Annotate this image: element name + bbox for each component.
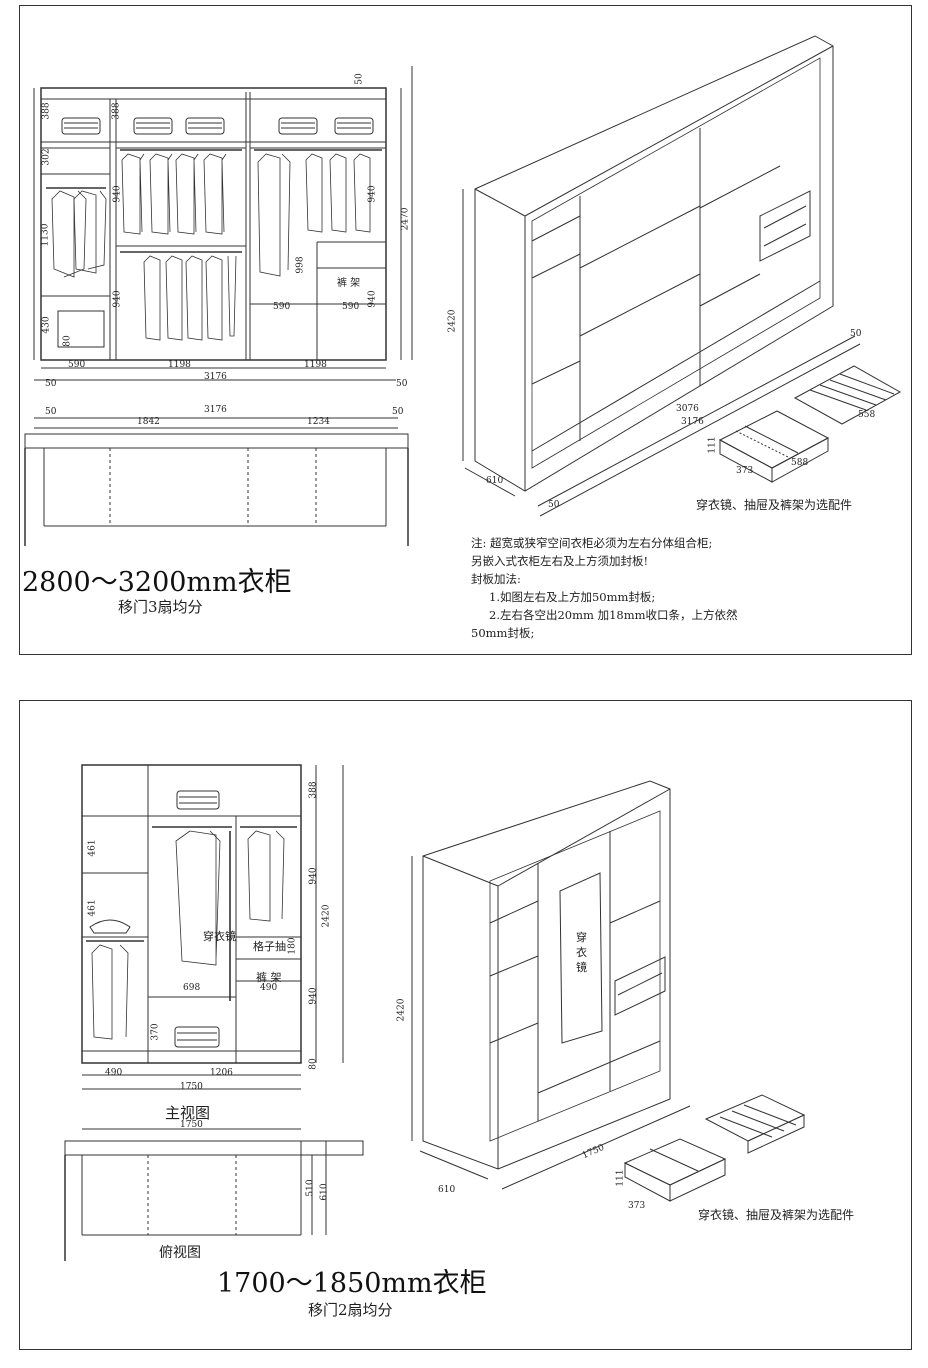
- top-plan-view: [24, 417, 409, 546]
- dim-label: 3176: [204, 405, 227, 415]
- grid-drawer-label: 格子抽: [253, 940, 286, 953]
- bottom-title: 1700～1850mm衣柜: [217, 1268, 487, 1299]
- dim-label: 940: [112, 185, 123, 203]
- dim-label: 940: [112, 290, 123, 308]
- dim-label: 490: [260, 983, 278, 993]
- top-pants-rack-label: 裤 架: [337, 278, 361, 289]
- dim-label: 610: [319, 1183, 330, 1201]
- dim-label: 940: [367, 290, 378, 308]
- dim-label: 2470: [400, 207, 411, 231]
- dim-label: 50: [45, 379, 57, 389]
- dim-label: 940: [308, 867, 319, 885]
- dim-label: 50: [392, 407, 404, 417]
- note-line: 封板加法:: [471, 572, 521, 586]
- pants-rack-icon: [793, 365, 902, 425]
- dim-label: 3176: [681, 417, 704, 427]
- top-3d-wardrobe: [462, 35, 902, 517]
- dim-label: 302: [41, 148, 52, 166]
- dim-label: 50: [548, 500, 560, 510]
- top-accessories-note: 穿衣镜、抽屉及裤架为选配件: [696, 498, 853, 512]
- bottom-plan-view: [64, 1128, 364, 1261]
- dim-label: 1198: [168, 360, 191, 370]
- dim-label: 1130: [40, 223, 51, 247]
- dim-label: 388: [308, 781, 319, 799]
- folded-clothes-icon: [61, 117, 374, 135]
- mirror-label: 穿衣镜: [203, 930, 236, 943]
- dim-label: 50: [354, 73, 365, 85]
- note-line: 1.如图左右及上方加50mm封板;: [489, 590, 656, 604]
- note-line: 2.左右各空出20mm 加18mm收口条，上方依然: [489, 608, 738, 622]
- dim-label: 940: [367, 185, 378, 203]
- dim-label: 388: [111, 102, 122, 120]
- bottom-3d-wardrobe: [411, 780, 806, 1202]
- bottom-subtitle: 移门2扇均分: [308, 1301, 393, 1319]
- dim-label: 461: [87, 899, 98, 917]
- dim-label: 80: [62, 335, 73, 347]
- top-notes: 注: 超宽或狭窄空间衣柜必须为左右分体组合柜; 另嵌入式衣柜左右及上方须加封板!…: [471, 534, 738, 642]
- dim-label: 590: [273, 302, 291, 312]
- top-subtitle: 移门3扇均分: [118, 598, 203, 616]
- dim-label: 1206: [210, 1068, 233, 1078]
- hanging-garments-icon: [51, 153, 371, 341]
- dim-label: 3176: [204, 372, 227, 382]
- folded-clothes-icon: [89, 790, 220, 1048]
- dim-label: 590: [68, 360, 86, 370]
- dim-label: 2420: [447, 309, 458, 333]
- dim-label: 1234: [307, 417, 330, 427]
- dim-label: 373: [628, 1201, 646, 1211]
- dim-label: 50: [850, 329, 862, 339]
- dim-label: 588: [791, 458, 809, 468]
- dim-label: 610: [438, 1185, 456, 1195]
- dim-label: 1198: [304, 360, 327, 370]
- dim-label: 430: [41, 316, 52, 334]
- dim-label: 2420: [396, 998, 407, 1022]
- pants-rack-label: 裤 架: [256, 971, 282, 984]
- dim-label: 111: [707, 436, 718, 454]
- mirror-label-3d: 穿: [576, 931, 587, 944]
- dim-label: 610: [486, 476, 504, 486]
- front-view-label: 主视图: [165, 1104, 211, 1122]
- note-line: 注: 超宽或狭窄空间衣柜必须为左右分体组合柜;: [471, 536, 713, 550]
- hanging-garments-icon: [91, 830, 285, 1040]
- dim-label: 698: [183, 983, 201, 993]
- dim-label: 510: [305, 1179, 316, 1197]
- dim-label: 1750: [180, 1120, 203, 1130]
- dim-label: 3076: [676, 404, 699, 414]
- dim-label: 373: [736, 466, 754, 476]
- dim-label: 50: [396, 379, 408, 389]
- dim-label: 490: [105, 1068, 123, 1078]
- dim-label: 461: [87, 839, 98, 857]
- mirror-label-3d: 衣: [576, 946, 587, 959]
- top-front-elevation: [33, 66, 413, 381]
- dim-label: 1842: [137, 417, 160, 427]
- note-line: 50mm封板;: [471, 626, 535, 640]
- mirror-label-3d: 镜: [576, 961, 587, 974]
- drawer-icon: [623, 1138, 727, 1186]
- dim-label: 558: [858, 410, 876, 420]
- top-panel: 2800～3200mm衣柜 移门3扇均分 穿衣镜、抽屉及裤架为选配件 裤 架 注…: [19, 5, 912, 655]
- dim-label: 50: [45, 407, 57, 417]
- dim-label: 388: [41, 102, 52, 120]
- dim-label: 80: [308, 1058, 319, 1070]
- bottom-front-elevation: [81, 764, 344, 1090]
- top-drawings: [24, 35, 902, 546]
- dim-label: 111: [615, 1169, 626, 1187]
- dim-label: 998: [295, 256, 306, 274]
- dim-label: 2420: [321, 904, 332, 928]
- note-line: 另嵌入式衣柜左右及上方须加封板!: [471, 554, 649, 568]
- top-view-label: 俯视图: [159, 1245, 201, 1261]
- bottom-drawings: [64, 764, 806, 1261]
- dim-label: 180: [287, 937, 298, 955]
- top-title: 2800～3200mm衣柜: [22, 567, 292, 598]
- dim-label: 940: [308, 987, 319, 1005]
- dim-label: 1750: [180, 1082, 203, 1092]
- bottom-panel: 主视图 俯视图 1700～1850mm衣柜 移门2扇均分 穿衣镜、抽屉及裤架为选…: [19, 700, 912, 1350]
- bottom-accessories-note: 穿衣镜、抽屉及裤架为选配件: [698, 1208, 855, 1222]
- dim-label: 590: [342, 302, 360, 312]
- dim-label: 370: [150, 1023, 161, 1041]
